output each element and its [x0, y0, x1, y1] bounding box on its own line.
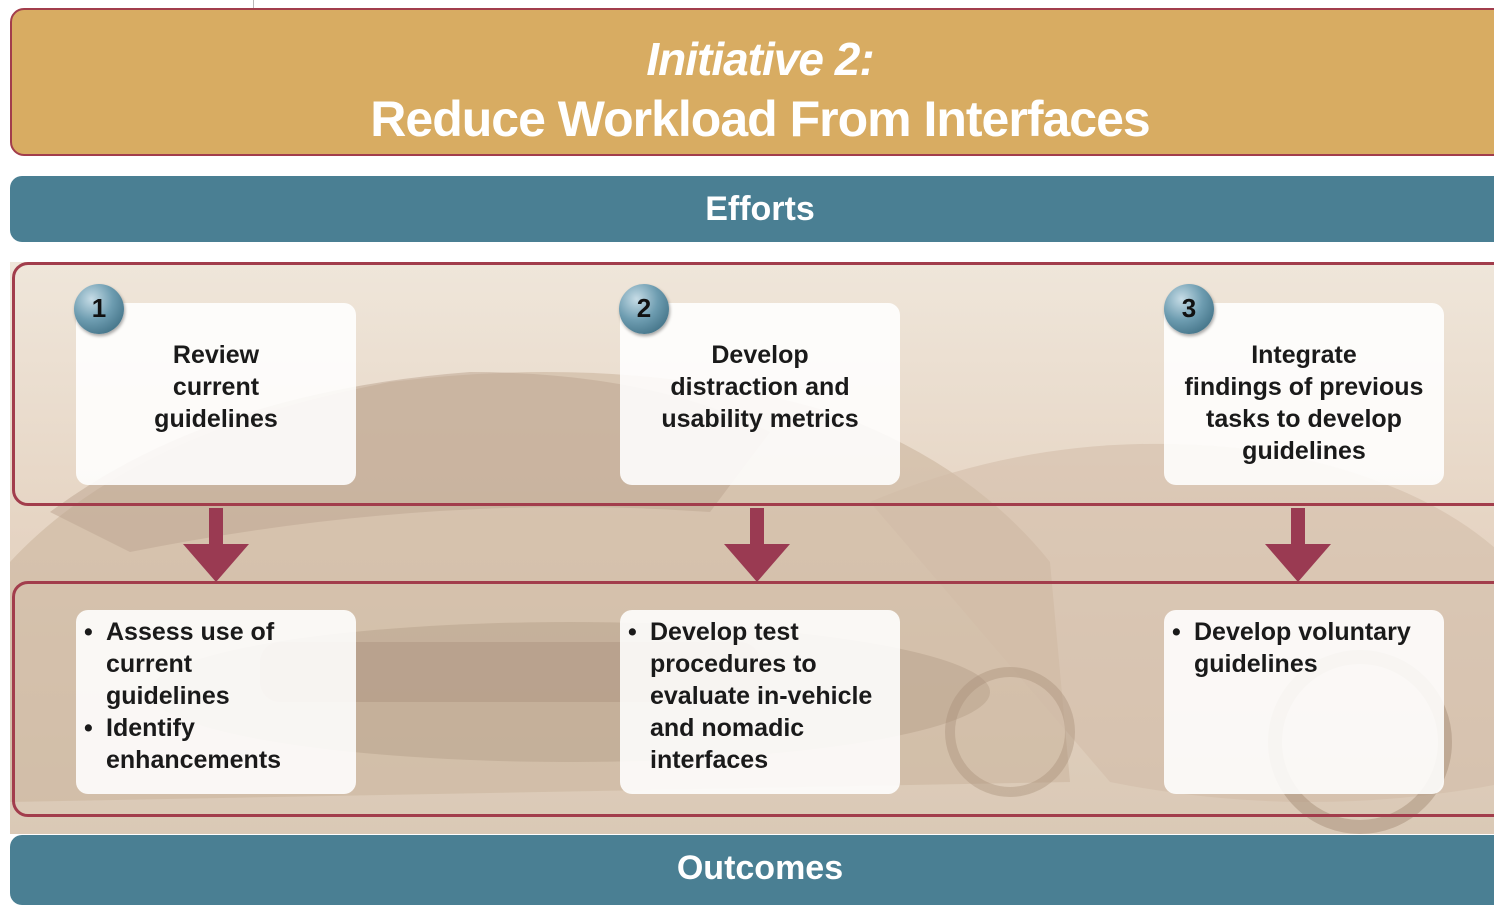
outcome-bullet: • Develop voluntary guidelines [1172, 616, 1434, 680]
down-arrow-icon [1265, 508, 1331, 582]
outcome-line: enhancements [106, 746, 282, 774]
outcome-line: interfaces [650, 746, 769, 774]
outcome-bullet: • Assess use of current guidelines [84, 616, 346, 712]
outcome-bullet: • Develop test procedures to evaluate in… [628, 616, 890, 776]
outcome-line: Develop test [650, 618, 799, 646]
outcome-line: guidelines [106, 682, 230, 710]
initiative-number: Initiative 2: [646, 33, 874, 85]
effort-1-line: guidelines [154, 405, 278, 433]
effort-card-1: Review current guidelines [76, 303, 356, 485]
effort-card-3: Integrate findings of previous tasks to … [1164, 303, 1444, 485]
outcome-card-2: • Develop test procedures to evaluate in… [620, 610, 900, 794]
efforts-header: Efforts [10, 176, 1494, 242]
outcomes-section-frame [12, 581, 1494, 817]
effort-2-line: distraction and [670, 373, 850, 401]
outcome-line: Identify [106, 714, 195, 742]
effort-3-line: findings of previous [1184, 373, 1424, 401]
initiative-title: Reduce Workload From Interfaces [370, 91, 1150, 147]
initiative-title-banner: Initiative 2: Reduce Workload From Inter… [10, 8, 1494, 156]
top-divider-line [253, 0, 254, 8]
down-arrow-icon [183, 508, 249, 582]
bullet-icon: • [628, 618, 637, 646]
outcome-card-3: • Develop voluntary guidelines [1164, 610, 1444, 794]
step-number-badge-1: 1 [74, 284, 124, 334]
outcome-line: guidelines [1194, 650, 1318, 678]
outcome-line: evaluate in-vehicle [650, 682, 873, 710]
efforts-section-frame [12, 262, 1494, 506]
effort-3-line: tasks to develop [1206, 405, 1402, 433]
outcomes-header: Outcomes [10, 835, 1494, 905]
outcome-line: and nomadic [650, 714, 805, 742]
effort-3-line: Integrate [1251, 341, 1357, 369]
step-number-badge-3: 3 [1164, 284, 1214, 334]
effort-1-line: current [172, 373, 260, 401]
outcome-bullet: • Identify enhancements [84, 712, 346, 776]
outcome-line: Assess use of current [106, 618, 275, 678]
effort-2-line: usability metrics [661, 405, 859, 433]
bullet-icon: • [84, 714, 93, 742]
effort-3-line: guidelines [1242, 437, 1366, 465]
outcome-card-1: • Assess use of current guidelines • Ide… [76, 610, 356, 794]
bullet-icon: • [1172, 618, 1181, 646]
effort-2-line: Develop [711, 341, 809, 369]
outcome-line: Develop voluntary [1194, 618, 1411, 646]
effort-card-2: Develop distraction and usability metric… [620, 303, 900, 485]
bullet-icon: • [84, 618, 93, 646]
step-number-badge-2: 2 [619, 284, 669, 334]
effort-1-line: Review [172, 341, 260, 369]
down-arrow-icon [724, 508, 790, 582]
outcome-line: procedures to [650, 650, 817, 678]
